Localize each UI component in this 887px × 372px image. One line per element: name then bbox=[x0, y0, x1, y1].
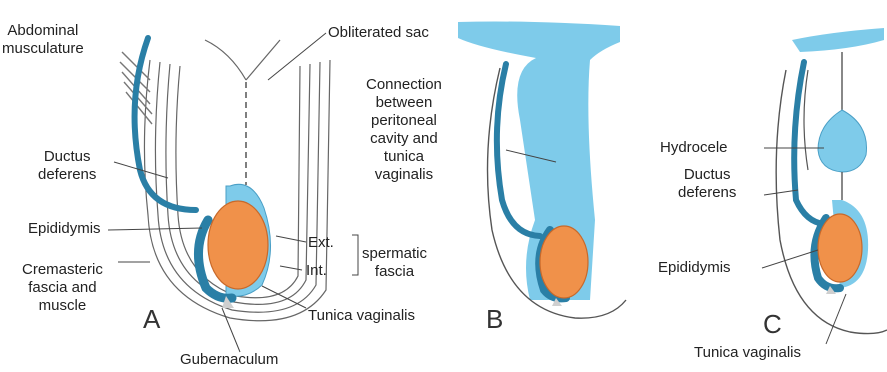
abdominal-line-2: musculature bbox=[2, 40, 84, 58]
label-cremasteric-fascia: Cremasteric fascia and muscle bbox=[22, 261, 103, 315]
ductus-a-line-2: deferens bbox=[38, 166, 96, 184]
cremasteric-line-1: Cremasteric bbox=[22, 261, 103, 279]
cremasteric-line-3: muscle bbox=[22, 297, 103, 315]
label-connection: Connection between peritoneal cavity and… bbox=[366, 76, 442, 184]
testis-b bbox=[540, 226, 588, 298]
label-gubernaculum: Gubernaculum bbox=[180, 351, 278, 369]
panel-letter-b: B bbox=[486, 305, 503, 333]
label-epididymis-a: Epididymis bbox=[28, 220, 101, 238]
cremasteric-line-2: fascia and bbox=[22, 279, 103, 297]
scrotal-outline-c bbox=[776, 70, 887, 334]
spermatic-line-2: fascia bbox=[362, 263, 427, 281]
label-ext: Ext. bbox=[308, 234, 334, 252]
ductus-c-line-2: deferens bbox=[678, 184, 736, 202]
label-obliterated-sac: Obliterated sac bbox=[328, 24, 429, 42]
label-tunica-vaginalis-c: Tunica vaginalis bbox=[694, 344, 801, 362]
testis-c bbox=[818, 214, 862, 282]
label-spermatic-fascia: spermatic fascia bbox=[362, 245, 427, 281]
label-int: Int. bbox=[306, 262, 327, 280]
label-ductus-deferens-c: Ductus deferens bbox=[678, 166, 736, 202]
connection-line-3: peritoneal bbox=[366, 112, 442, 130]
connection-line-4: cavity and bbox=[366, 130, 442, 148]
ductus-c-line-1: Ductus bbox=[678, 166, 736, 184]
spermatic-bracket bbox=[352, 235, 358, 275]
label-tunica-vaginalis-a: Tunica vaginalis bbox=[308, 307, 415, 325]
panel-b-illustration bbox=[458, 22, 626, 319]
testis-a bbox=[208, 201, 268, 289]
hydrocele-sac bbox=[818, 110, 867, 172]
connection-line-2: between bbox=[366, 94, 442, 112]
connection-line-6: vaginalis bbox=[366, 166, 442, 184]
connection-line-5: tunica bbox=[366, 148, 442, 166]
peritoneum-c bbox=[792, 28, 884, 52]
label-epididymis-c: Epididymis bbox=[658, 259, 731, 277]
spermatic-line-1: spermatic bbox=[362, 245, 427, 263]
label-hydrocele: Hydrocele bbox=[660, 139, 728, 157]
panel-letter-c: C bbox=[763, 310, 782, 338]
fascia-line-c bbox=[804, 70, 808, 170]
ductus-deferens-a bbox=[135, 38, 196, 210]
panel-c-illustration bbox=[762, 28, 887, 344]
abdominal-line-1: Abdominal bbox=[2, 22, 84, 40]
label-ductus-deferens-a: Ductus deferens bbox=[38, 148, 96, 184]
connection-line-1: Connection bbox=[366, 76, 442, 94]
label-abdominal-musculature: Abdominal musculature bbox=[2, 22, 84, 58]
ductus-a-line-1: Ductus bbox=[38, 148, 96, 166]
panel-letter-a: A bbox=[143, 305, 160, 333]
